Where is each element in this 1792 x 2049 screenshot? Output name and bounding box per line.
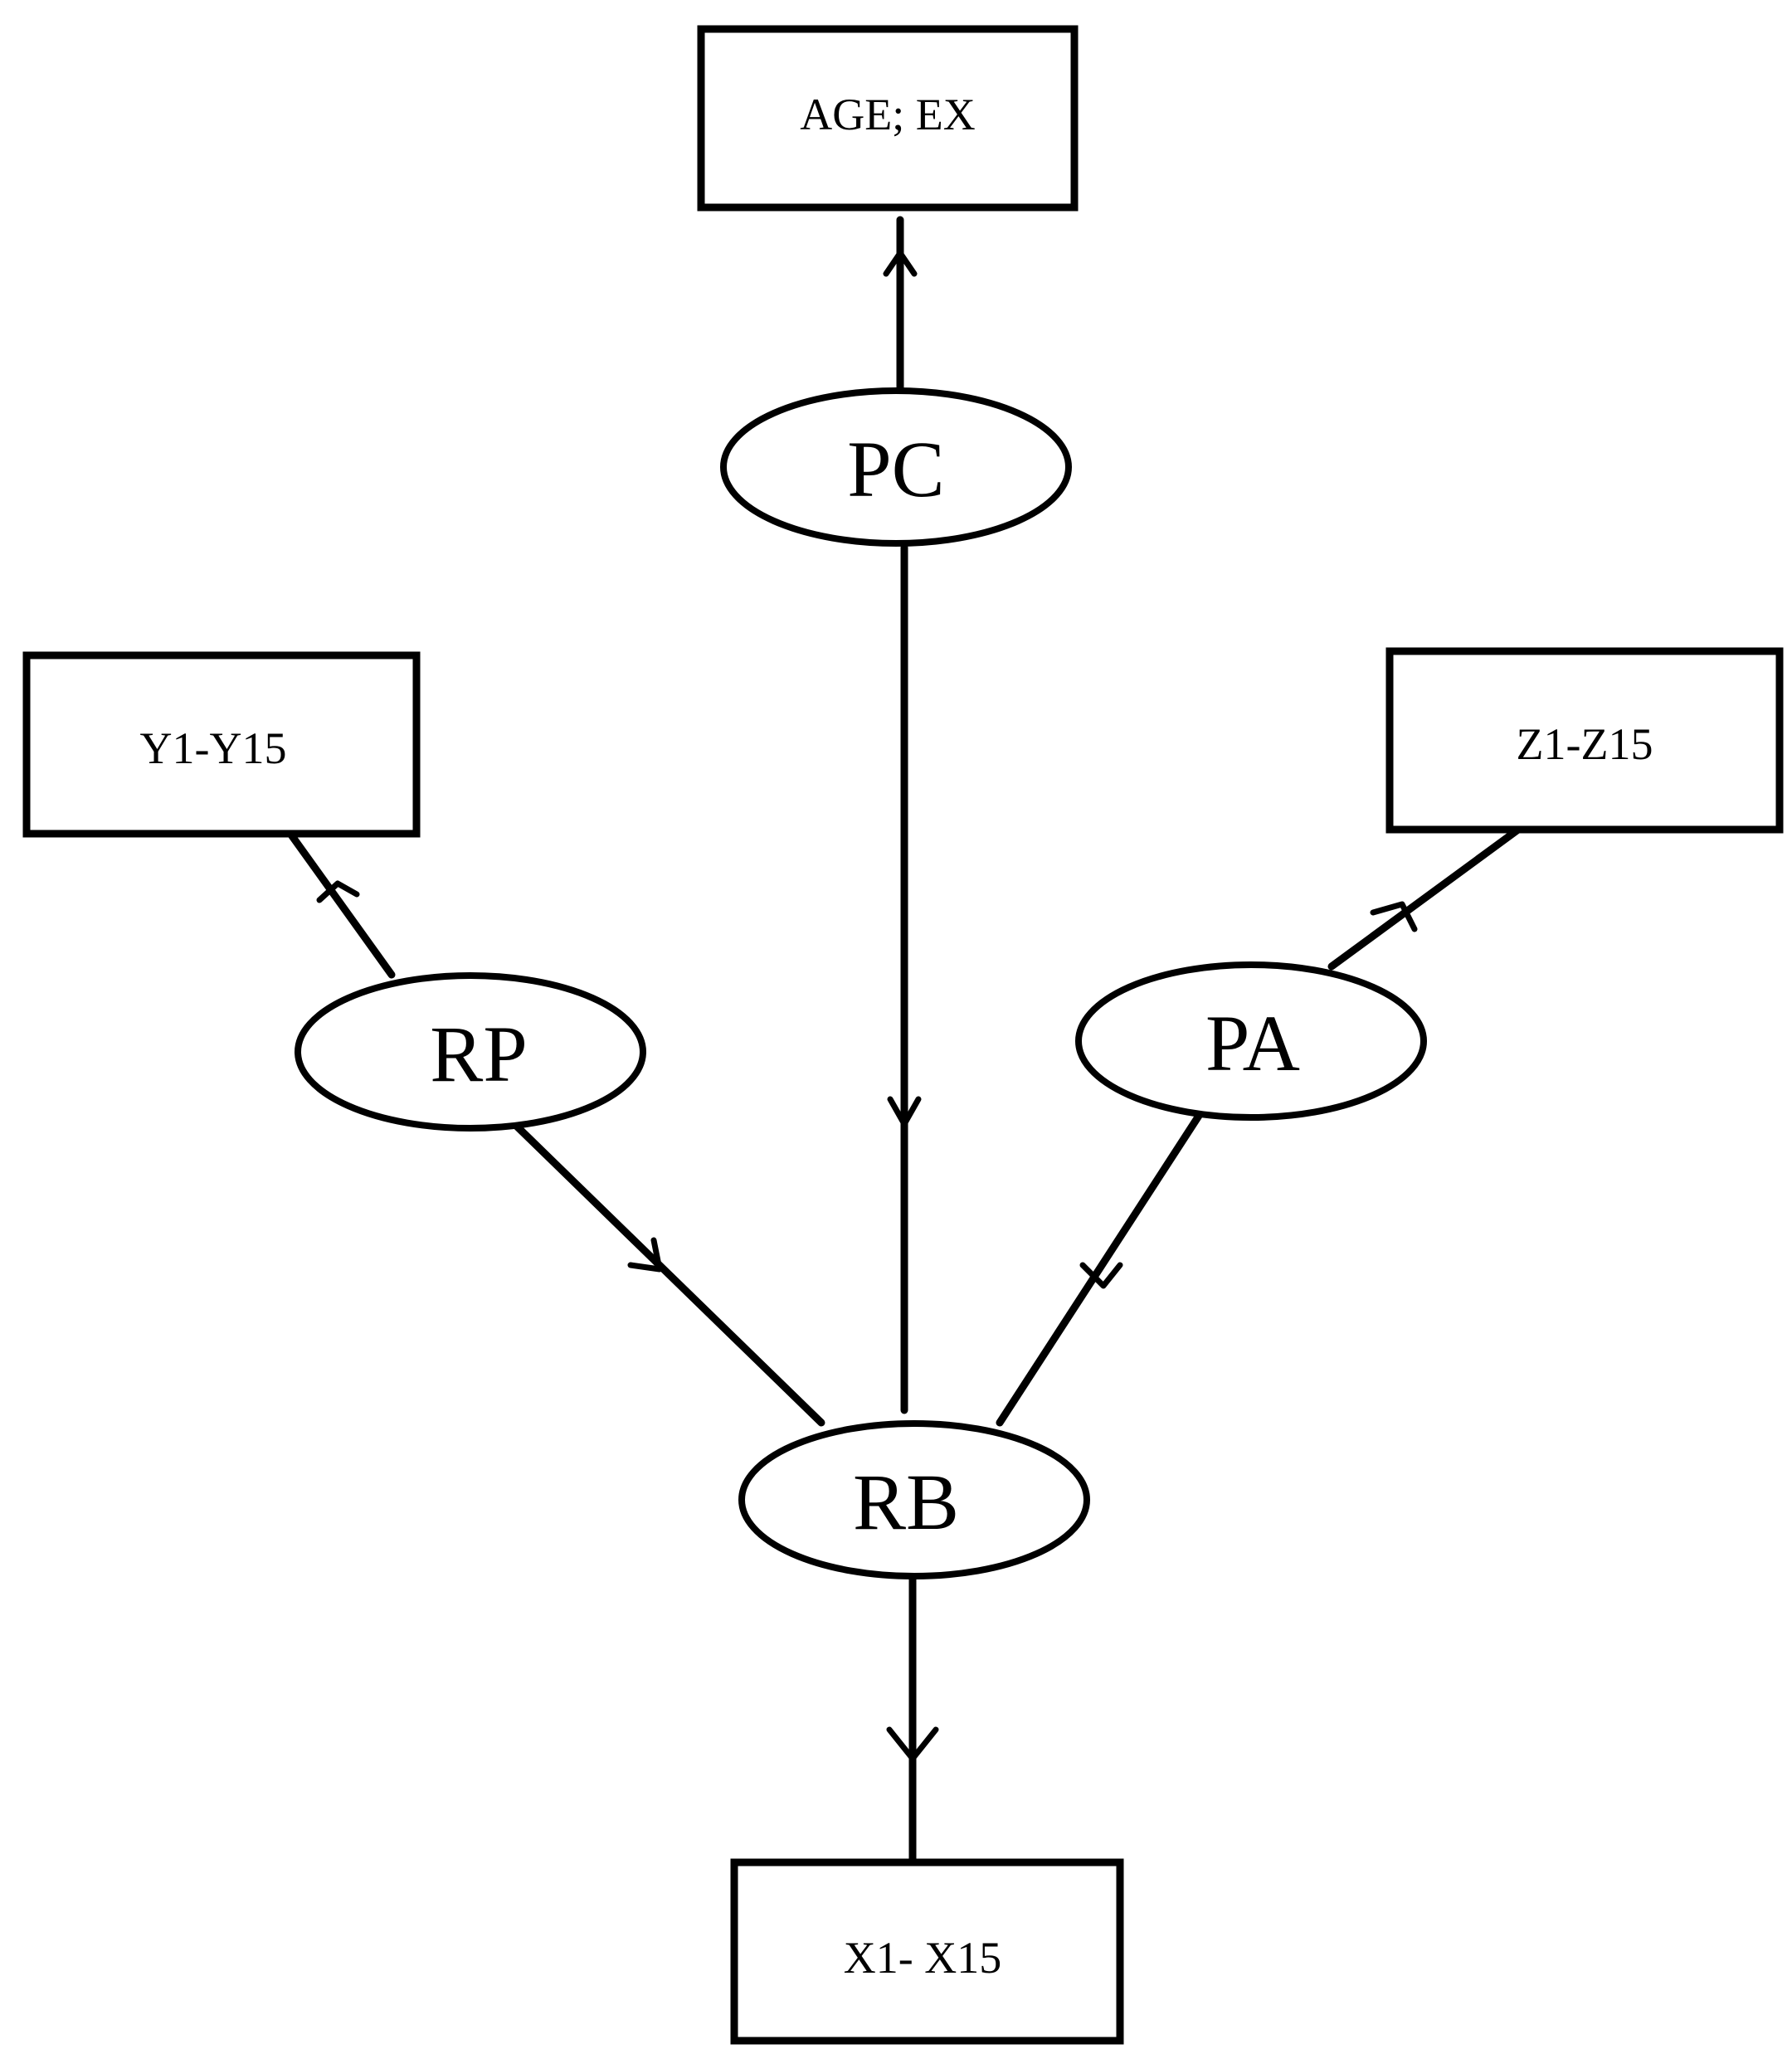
arrowhead-to-x-items xyxy=(886,1726,939,1762)
edge-pa-to-rb xyxy=(996,1112,1203,1427)
box-z-items: Z1-Z15 xyxy=(1385,647,1784,834)
arrowhead-rp-to-rb xyxy=(627,1237,663,1273)
latent-pc: PC xyxy=(720,387,1072,547)
arrowhead-pa-to-rb xyxy=(1079,1262,1123,1289)
latent-rp-label: RP xyxy=(430,1010,527,1098)
arrowhead-to-age-ex xyxy=(883,250,918,277)
box-y-items: Y1-Y15 xyxy=(22,651,421,838)
latent-rb: RB xyxy=(738,1420,1090,1579)
edge-rp-to-y-items xyxy=(286,830,396,979)
arrowhead-to-y-items xyxy=(316,880,360,903)
latent-rb-label: RB xyxy=(853,1458,959,1546)
box-age-ex-label: AGE; EX xyxy=(800,90,975,139)
box-z-items-label: Z1-Z15 xyxy=(1517,719,1653,769)
latent-pc-label: PC xyxy=(847,425,944,513)
arrowhead-to-z-items xyxy=(1370,901,1418,932)
latent-rp: RP xyxy=(295,972,646,1132)
box-x-items-label: X1- X15 xyxy=(844,1933,1001,1983)
edge-rp-to-rb xyxy=(506,1116,825,1427)
edge-pa-to-z-items xyxy=(1327,825,1522,971)
box-age-ex: AGE; EX xyxy=(697,25,1079,212)
box-x-items: X1- X15 xyxy=(730,1858,1124,2045)
arrowhead-pc-to-rb xyxy=(887,1096,922,1127)
box-y-items-label: Y1-Y15 xyxy=(140,723,287,773)
latent-pa-label: PA xyxy=(1205,999,1300,1088)
latent-pa: PA xyxy=(1075,961,1427,1121)
